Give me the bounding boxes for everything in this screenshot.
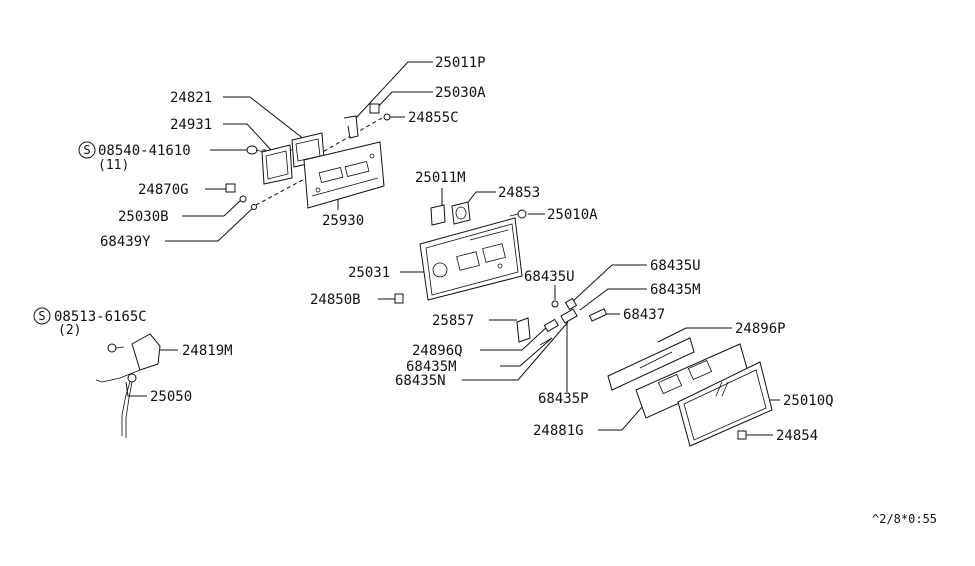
leader-24821-b xyxy=(249,96,306,141)
label-25930: 25930 xyxy=(322,213,364,229)
label-25030B: 25030B xyxy=(118,209,169,225)
label-24821: 24821 xyxy=(170,90,212,106)
bracket-25011P-icon xyxy=(343,115,359,139)
s-mark-2: S xyxy=(33,307,51,325)
label-24881G: 24881G xyxy=(533,423,584,439)
leader-68435M-a xyxy=(579,288,647,311)
leader-25030B xyxy=(223,197,244,217)
bulb-68435N-icon xyxy=(543,318,559,333)
leader-24931 xyxy=(223,123,273,152)
leader-68439Y xyxy=(165,206,255,242)
cover-25010Q-icon xyxy=(677,361,773,447)
label-68435M-b: 68435M xyxy=(406,359,457,375)
bar-24896P-icon xyxy=(607,337,695,391)
upper-bezel-assembly xyxy=(225,103,391,210)
panel-25930-icon xyxy=(303,141,385,209)
screw-25010A-icon xyxy=(509,209,527,219)
label-25050: 25050 xyxy=(150,389,192,405)
s-mark-text: S xyxy=(38,309,45,323)
cable-25050-icon xyxy=(121,381,131,436)
screw-08513-icon xyxy=(107,343,125,353)
bracket-25857-icon xyxy=(516,317,531,343)
connector-icon xyxy=(127,373,137,383)
meter-assembly xyxy=(516,297,773,447)
washer-25030B-icon xyxy=(239,195,247,203)
leader-25030A xyxy=(376,91,433,109)
leader-68435M-b xyxy=(500,337,553,367)
housing-25031-icon xyxy=(419,217,523,301)
s-mark-1: S xyxy=(78,141,96,159)
label-68435N: 68435N xyxy=(395,373,446,389)
screw-08540-icon xyxy=(246,145,265,155)
label-68435U-a: 68435U xyxy=(524,269,575,285)
label-68435M-a: 68435M xyxy=(650,282,701,298)
label-68435P: 68435P xyxy=(538,391,589,407)
label-24896P: 24896P xyxy=(735,321,786,337)
leader-24896Q xyxy=(480,325,549,351)
leader-68435U-b xyxy=(571,264,647,303)
label-24850B: 24850B xyxy=(310,292,361,308)
bulb-68437-icon xyxy=(588,308,608,322)
label-25010A: 25010A xyxy=(547,207,598,223)
label-25030A: 25030A xyxy=(435,85,486,101)
leader-24896P xyxy=(657,327,732,343)
label-24896Q: 24896Q xyxy=(412,343,463,359)
bulb-68435U-b-icon xyxy=(564,297,578,311)
clip-24870G-icon xyxy=(225,183,236,193)
label-68435U-b: 68435U xyxy=(650,258,701,274)
label-25010Q: 25010Q xyxy=(783,393,834,409)
main-housing-assembly xyxy=(394,201,527,304)
label-24854: 24854 xyxy=(776,428,818,444)
bulb-68435M-icon xyxy=(560,308,578,324)
clip-24854-icon xyxy=(737,430,747,440)
label-08540-41610: 08540-41610 xyxy=(98,143,191,159)
leader-24881G xyxy=(598,397,651,431)
label-25857: 25857 xyxy=(432,313,474,329)
clip-24850B-icon xyxy=(394,293,404,304)
label-24931: 24931 xyxy=(170,117,212,133)
socket-24853-icon xyxy=(451,201,471,225)
label-68437: 68437 xyxy=(623,307,665,323)
label-24855C: 24855C xyxy=(408,110,459,126)
label-08513-6165C: 08513-6165C xyxy=(54,309,147,325)
bulb-24855C-icon xyxy=(383,113,391,121)
grommet-25030A-icon xyxy=(369,103,380,114)
leader-25050 xyxy=(125,381,147,397)
assembly-dash-3 xyxy=(255,175,311,206)
diagram-code: ^2/8*0:55 xyxy=(872,512,937,526)
label-24819M: 24819M xyxy=(182,343,233,359)
label-68439Y: 68439Y xyxy=(100,234,151,250)
harness-assembly xyxy=(95,333,161,438)
bulb-68435M-b-icon xyxy=(539,337,553,346)
leader-25011P xyxy=(355,61,433,119)
label-25011P: 25011P xyxy=(435,55,486,71)
bulb-68435U-icon xyxy=(551,300,559,308)
label-24853: 24853 xyxy=(498,185,540,201)
label-25011M: 25011M xyxy=(415,170,466,186)
label-24870G: 24870G xyxy=(138,182,189,198)
switch-24819M-icon xyxy=(131,333,161,371)
part-labels: 25011P 24821 25030A 24931 24855C 08540-4… xyxy=(54,55,937,526)
leader-68435N xyxy=(462,321,569,381)
label-qty-2: (2) xyxy=(58,323,81,338)
label-qty-11: (11) xyxy=(98,158,129,173)
bulb-68439Y-icon xyxy=(251,204,257,210)
s-mark-text: S xyxy=(83,143,90,157)
bracket-25011M-icon xyxy=(430,204,446,226)
label-25031: 25031 xyxy=(348,265,390,281)
